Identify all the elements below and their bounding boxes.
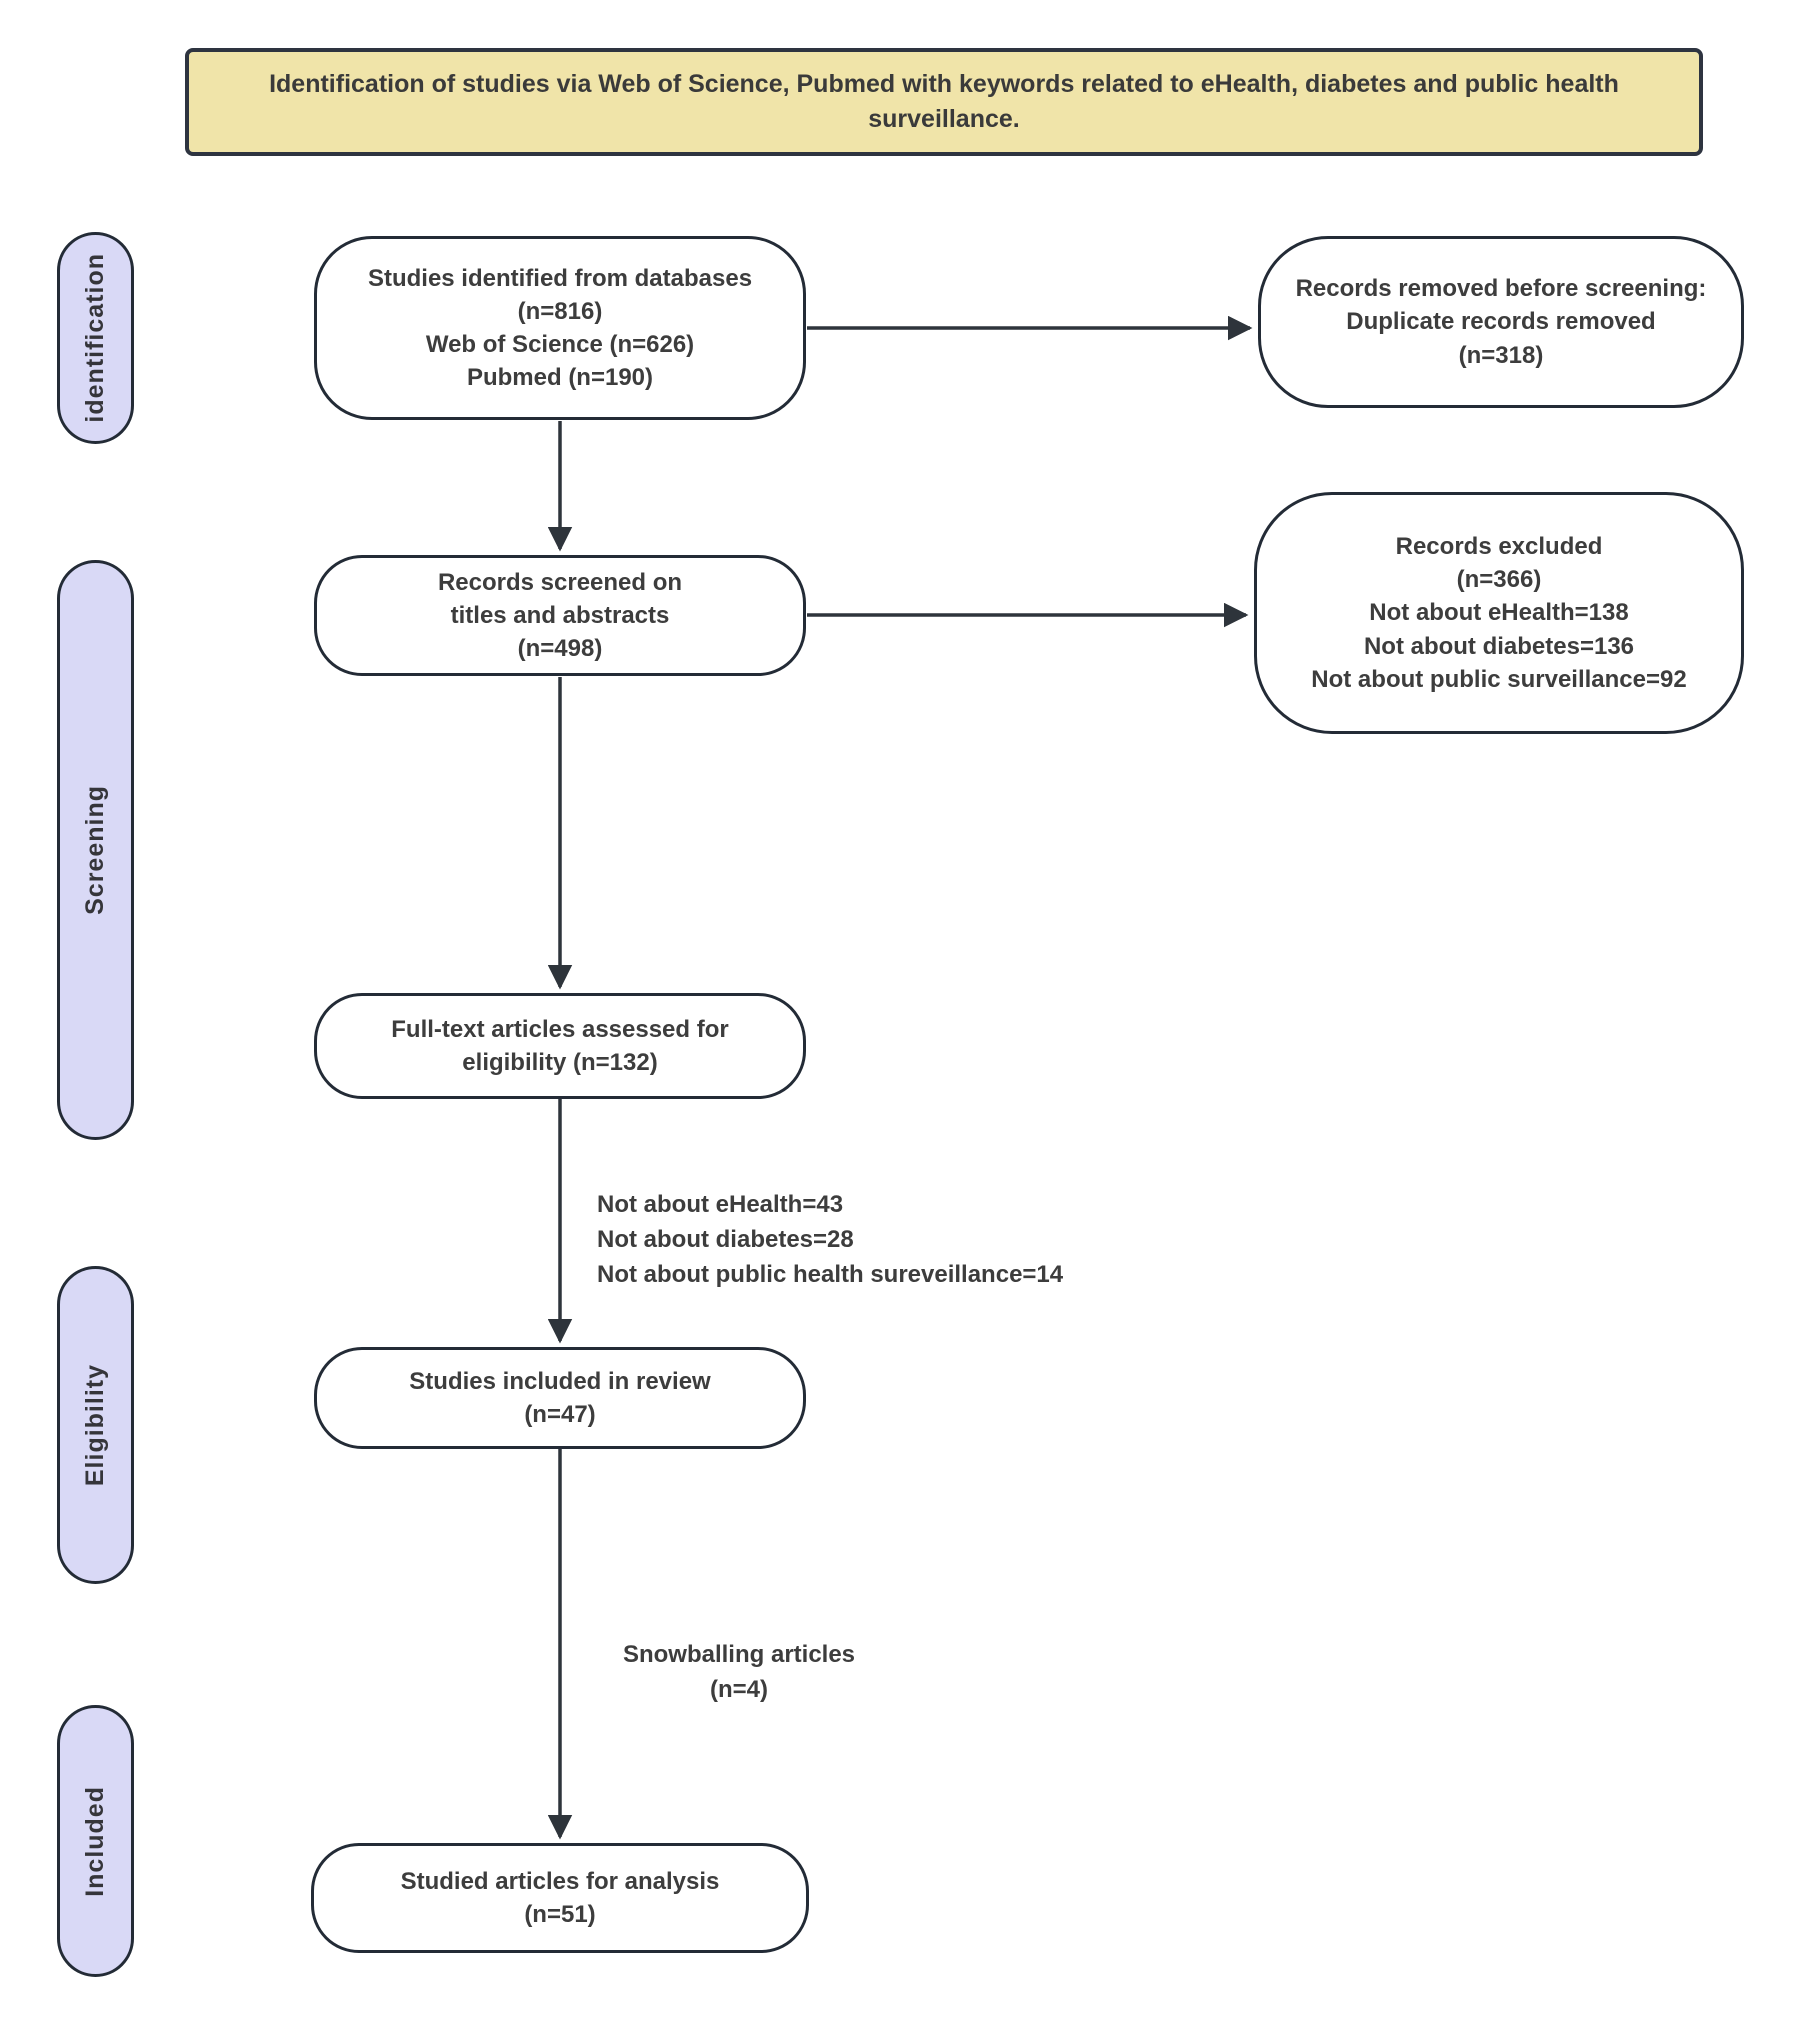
annotation-snowballing: Snowballing articles (n=4) — [622, 1641, 856, 1703]
stage-label-included: Included — [81, 1785, 109, 1897]
stage-label-screening: Screening — [81, 785, 109, 915]
node-fulltext-assessed: Full-text articles assessed for eligibil… — [314, 993, 806, 1099]
banner-title-text: Identification of studies via Web of Sci… — [269, 70, 1619, 133]
node-studies-included-review: Studies included in review (n=47) — [314, 1347, 806, 1449]
annotation-fulltext-exclusions: Not about eHealth=43 Not about diabetes=… — [597, 1191, 1064, 1288]
node-studies-identified: Studies identified from databases (n=816… — [314, 236, 806, 420]
stage-pill-eligibility: Eligibility — [57, 1266, 134, 1584]
node-records-excluded: Records excluded (n=366) Not about eHeal… — [1254, 492, 1744, 734]
stage-pill-identification: identification — [57, 232, 134, 444]
stage-label-identification: identification — [81, 253, 109, 423]
banner-title: Identification of studies via Web of Sci… — [185, 48, 1703, 156]
node-records-removed: Records removed before screening: Duplic… — [1258, 236, 1744, 408]
stage-pill-screening: Screening — [57, 560, 134, 1140]
stage-pill-included: Included — [57, 1705, 134, 1977]
stage-label-eligibility: Eligibility — [81, 1363, 109, 1487]
node-studied-articles-analysis: Studied articles for analysis (n=51) — [311, 1843, 809, 1953]
node-records-screened: Records screened on titles and abstracts… — [314, 555, 806, 676]
